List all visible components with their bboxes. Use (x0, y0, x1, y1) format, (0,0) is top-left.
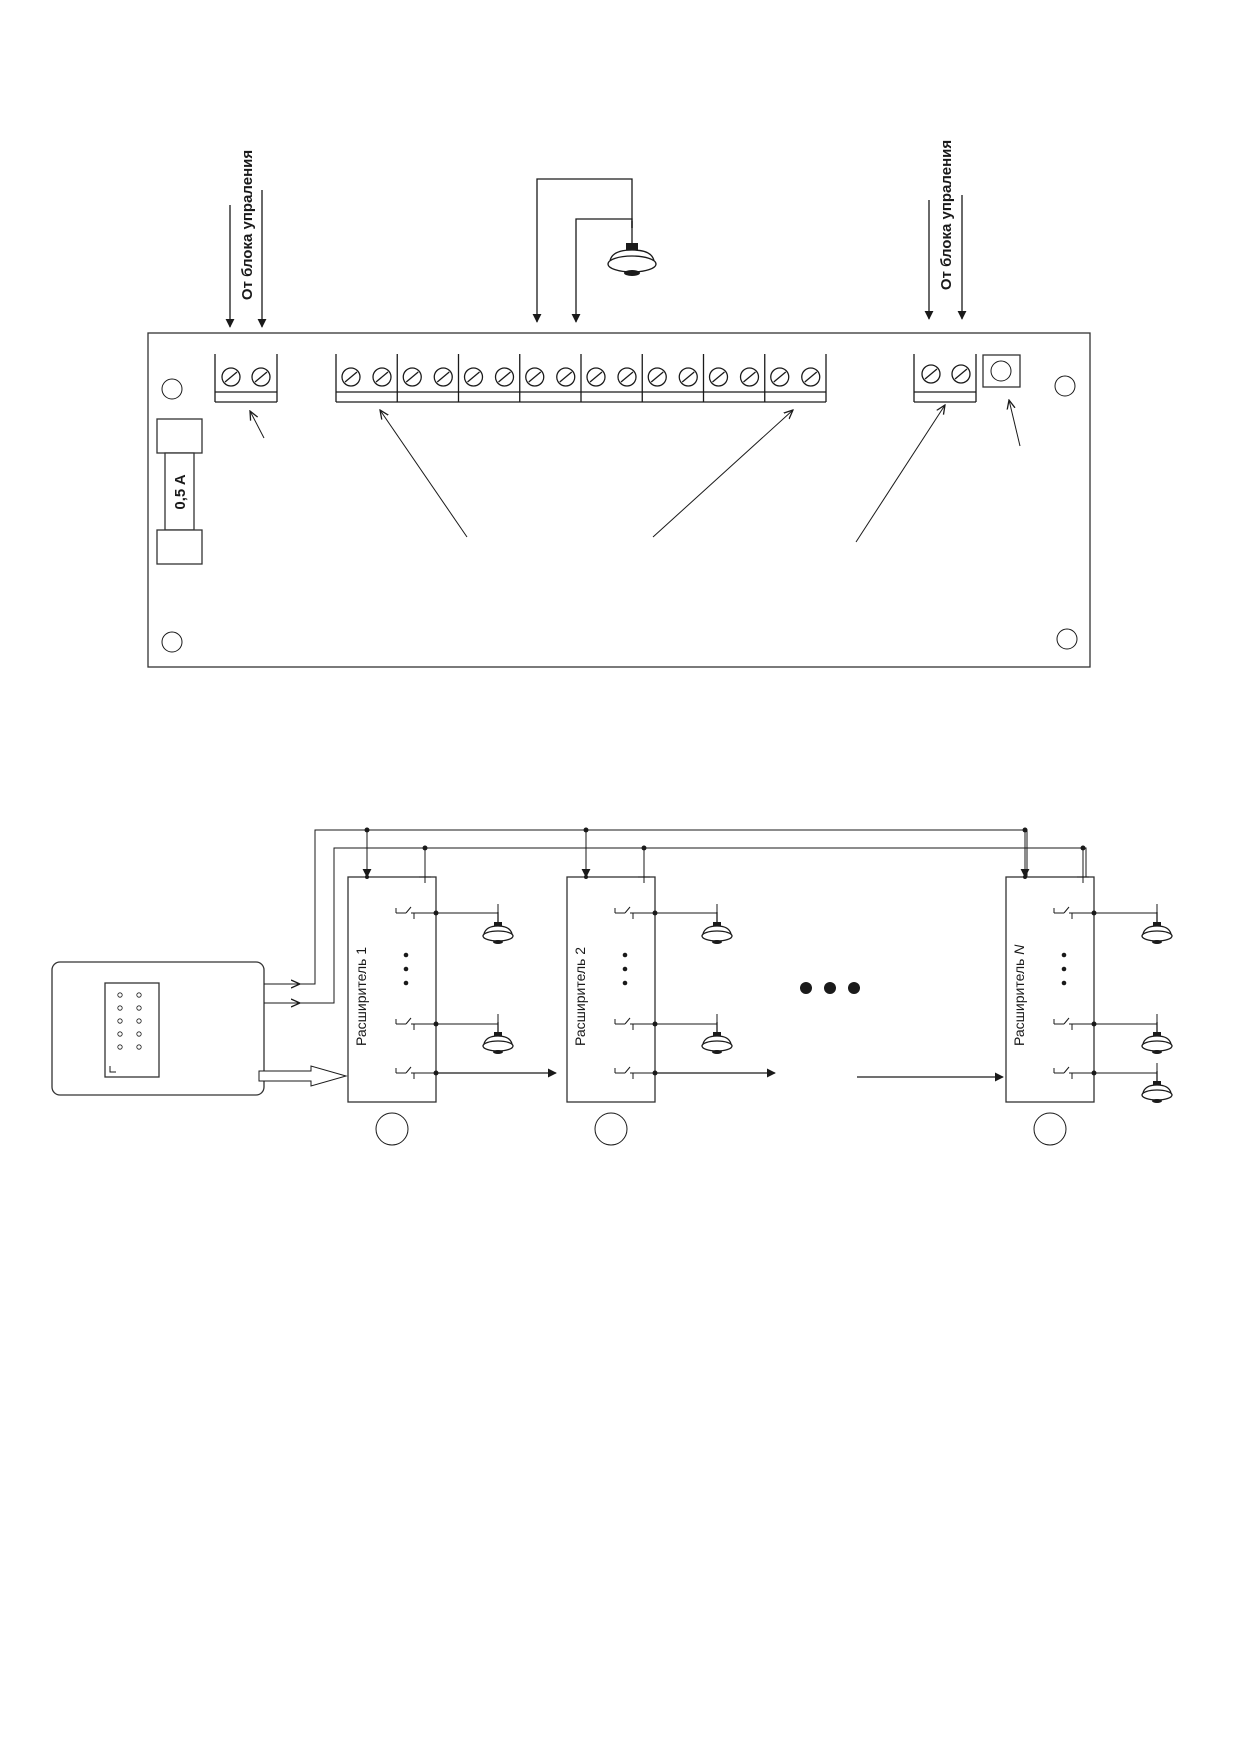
expander-label: Расширитель N (1011, 944, 1027, 1046)
right-control-input: От блока упраления (924, 140, 967, 320)
expander-body (566, 876, 656, 1103)
expander-3: Расширитель N (1005, 827, 1173, 1146)
keypad-button (117, 1005, 123, 1011)
expander-1: Расширитель 1 (347, 827, 557, 1146)
expander-body (347, 876, 437, 1103)
tamper-pointer (1009, 400, 1021, 447)
keypad-button (117, 1044, 123, 1050)
expander-chain: Расширитель 1 Расширитель 2 Расширитель N (347, 827, 1173, 1146)
expander-marker (594, 1112, 628, 1146)
expander-marker (375, 1112, 409, 1146)
keypad-button (117, 1031, 123, 1037)
keypad (104, 982, 160, 1078)
mounting-hole-bottom-right (1056, 628, 1078, 650)
expander-body (1005, 876, 1095, 1103)
keypad-button (136, 1005, 142, 1011)
siren-icon (1141, 1021, 1173, 1055)
expander-2: Расширитель 2 (566, 827, 776, 1146)
control-unit (51, 961, 265, 1096)
input-terminal-pointer (250, 411, 265, 439)
keypad-button (136, 1018, 142, 1024)
keypad-buttons (117, 992, 142, 1050)
board-outline (147, 332, 1091, 668)
siren-icon (482, 1021, 514, 1055)
relay-terminal-strip (335, 354, 827, 403)
siren-icon (701, 1021, 733, 1055)
keypad-button (136, 1044, 142, 1050)
power-terminal-block (913, 354, 977, 403)
siren-icon (1141, 1070, 1173, 1104)
mounting-hole-top-left (161, 378, 183, 400)
relay-pointer-left (380, 410, 468, 538)
left-control-input: От блока упраления (225, 150, 267, 328)
control-to-expander-arrow (258, 1065, 348, 1087)
keypad-button (117, 992, 123, 998)
chain-ellipsis (800, 982, 860, 994)
expander-board: 0,5 A (147, 332, 1091, 668)
keypad-button (136, 992, 142, 998)
relay-pointer-right (652, 410, 793, 538)
power-pointer (855, 405, 945, 543)
mounting-hole-bottom-left (161, 631, 183, 653)
fuse-label: 0,5 A (172, 474, 189, 509)
siren-icon (482, 911, 514, 945)
bus-lines (258, 829, 1087, 1087)
keypad-button (136, 1031, 142, 1037)
right-control-label: От блока упраления (938, 140, 955, 290)
fuse: 0,5 A (156, 418, 203, 565)
siren-wiring (532, 178, 657, 323)
left-control-label: От блока упраления (239, 150, 256, 300)
siren-icon (607, 220, 657, 277)
input-terminal-block (214, 354, 278, 403)
expander-label: Расширитель 1 (353, 947, 369, 1046)
expander-label: Расширитель 2 (572, 947, 588, 1046)
expander-marker (1033, 1112, 1067, 1146)
mounting-hole-top-right (1054, 375, 1076, 397)
siren-icon (1141, 911, 1173, 945)
tamper-switch (982, 354, 1021, 388)
siren-icon (701, 911, 733, 945)
keypad-button (117, 1018, 123, 1024)
